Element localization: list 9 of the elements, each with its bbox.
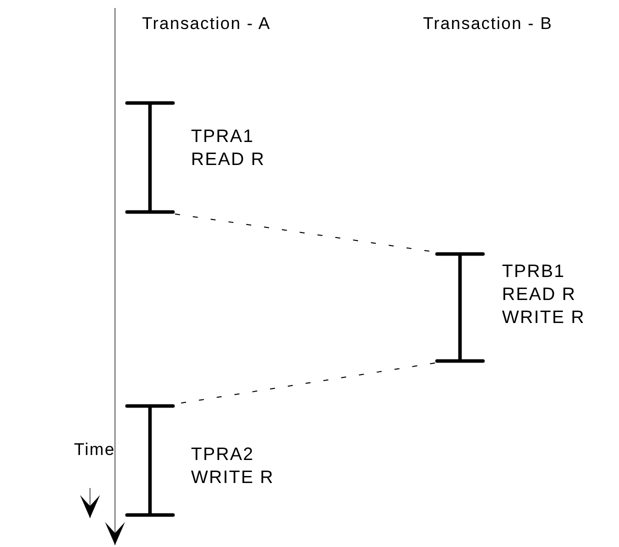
column-heading: Transaction - A (142, 14, 271, 34)
transaction-step-label: TPRA1 (191, 125, 256, 148)
transaction-step-label: TPRA2 (191, 443, 256, 466)
operation-text: READ R WRITE R (502, 283, 586, 329)
axis-label: Time (74, 440, 116, 460)
column-heading: Transaction - B (423, 14, 553, 34)
operation-text: WRITE R (191, 466, 275, 489)
transaction-step-label: TPRB1 (502, 260, 566, 283)
operation-text: READ R (191, 148, 266, 171)
